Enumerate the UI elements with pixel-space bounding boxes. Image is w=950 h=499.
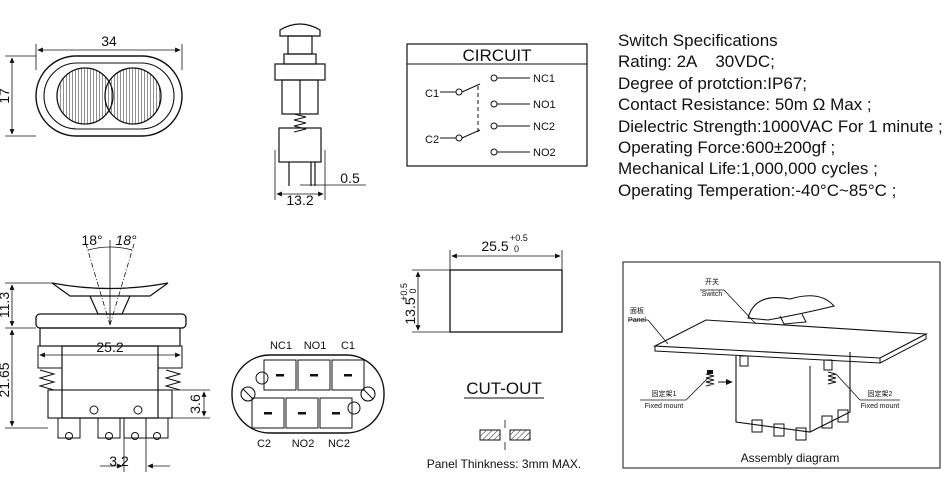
assembly-diagram: 开关 Switch 面板 Panel 固定架1 Fixed mount 固定架2… [622,261,941,469]
terminal-label-no1: NO1 [304,340,327,352]
cutout-section: 25.5 +0.5 0 13.5 +0.5 0 CUT-OUT Panel Th… [399,233,581,471]
spec-rating: Rating: 2A 30VDC; [618,52,775,72]
spec-contact-resistance: Contact Resistance: 50m Ω Max ; [618,95,872,115]
dim-11-3-label: 11.3 [0,292,12,318]
angle-left-label: 18° [81,232,102,248]
circuit-diagram: CIRCUIT C1 NC1 NO1 C2 NC2 NO2 [406,43,588,167]
dim-3-6-label: 3.6 [187,394,203,414]
rocker-cap [51,282,169,297]
panel-thickness-note: Panel Thinkness: 3mm MAX. [427,457,582,471]
dim-3-2-label: 3.2 [109,453,129,469]
cutout-height-tol-plus: +0.5 [399,283,409,301]
cutout-height-tol-minus: 0 [408,288,418,293]
terminal-label-c1: C1 [341,340,355,352]
terminal-label-no2: NO2 [292,438,315,450]
spec-operating-temperature: Operating Temperation:-40°C~85°C ; [618,180,897,200]
specifications-panel: Switch Specifications Rating: 2A 30VDC; … [618,30,950,201]
assembly-mount1-en: Fixed mount [645,403,684,410]
assembly-panel-cn: 面板 [630,306,644,315]
panel-section-left [479,429,501,441]
nc2-label: NC2 [533,121,555,133]
dim-21-65-label: 21.65 [0,362,12,397]
terminal-view: NC1 NO1 C1 C2 NO2 NC2 [231,340,385,450]
assembly-frame [622,261,941,469]
assembly-switch-rocker [747,295,836,321]
cutout-width-label: 25.5 [481,238,508,254]
assembly-switch-en: Switch [702,291,723,298]
specs-title: Switch Specifications [618,31,778,50]
terminal-label-nc1: NC1 [270,340,292,352]
circuit-title: CIRCUIT [463,46,532,65]
assembly-mount1-cn: 固定架1 [652,389,677,398]
dim-0-5-label: 0.5 [340,170,360,186]
assembly-mount2-cn: 固定架2 [868,389,893,398]
dim-17-label: 17 [0,88,12,104]
angle-right-label: 18° [115,232,137,248]
spec-protection: Degree of protction:IP67; [618,73,808,93]
nc1-label: NC1 [533,73,555,85]
cutout-height-label: 13.5 [402,297,418,324]
no1-label: NO1 [533,99,556,111]
assembly-panel-en: Panel [628,317,646,324]
no2-label: NO2 [533,147,556,159]
spec-dielectric-strength: Dielectric Strength:1000VAC For 1 minute… [618,116,943,136]
cutout-width-tol-minus: 0 [514,244,519,254]
top-outer-bezel [35,55,183,137]
assembly-mount2-en: Fixed mount [861,403,900,410]
assembly-caption: Assembly diagram [741,451,840,465]
spec-operating-force: Operating Force:600±200gf ; [618,138,836,158]
top-view: 34 17 [0,33,183,137]
terminal-body [231,354,385,434]
front-view: 18° 18° 11.3 21.65 25.2 3.6 [0,232,210,472]
assembly-switch-cn: 开关 [705,277,719,286]
assembly-panel [652,319,929,359]
circuit-box [406,43,588,167]
dim-34-label: 34 [101,33,117,49]
dim-25-2-label: 25.2 [96,339,123,355]
terminal-label-c2: C2 [257,438,271,450]
dim-13-2-label: 13.2 [286,192,313,208]
cutout-rectangle [449,269,563,333]
spec-mechanical-life: Mechanical Life:1,000,000 cycles ; [618,159,878,179]
rocker-pad-right [104,67,162,125]
c2-label: C2 [425,134,439,146]
c1-label: C1 [425,88,439,100]
panel-section-right [509,429,531,441]
cutout-width-tol-plus: +0.5 [510,233,528,243]
terminal-label-nc2: NC2 [328,438,350,450]
side-view: 13.2 0.5 [274,23,366,208]
cutout-title: CUT-OUT [466,379,542,398]
